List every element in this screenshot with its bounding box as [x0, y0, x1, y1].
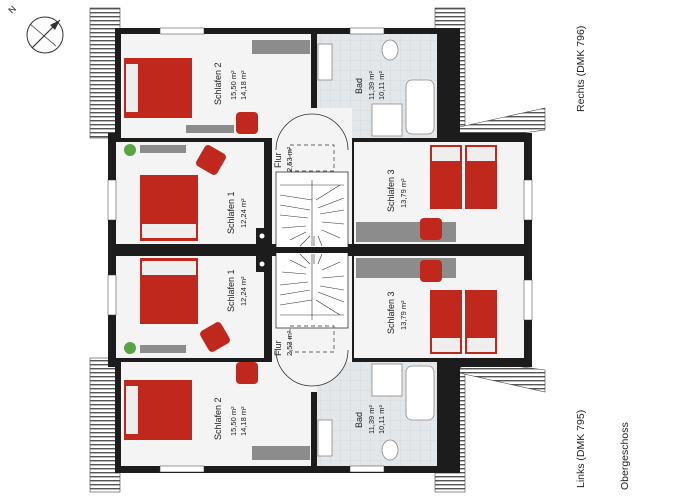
label-s2-top-area2: 14,18 m²: [239, 70, 248, 100]
label-s1-top-name: Schlafen 1: [226, 191, 236, 234]
chimney-dot-2: [259, 261, 265, 267]
sink-top: [317, 43, 333, 81]
chair-s2-bottom: [236, 362, 258, 384]
compass-cross: [29, 23, 57, 47]
labels-upper: Schlafen 2 15,50 m² 14,18 m² Bad 11,39 m…: [213, 62, 408, 234]
toilet-top: [381, 39, 399, 61]
chimney-dot-1: [259, 233, 265, 239]
label-s3-bottom-area: 13,79 m²: [399, 300, 408, 330]
shower-bottom: [371, 363, 403, 397]
label-links: Links (DMK 795): [575, 410, 587, 488]
stairs-lower: [279, 253, 345, 320]
pillow-s2-bottom: [126, 386, 138, 434]
furniture-lower: [124, 258, 497, 461]
label-flur-top-name: Flur: [273, 152, 283, 168]
label-s2-bottom-area1: 15,50 m²: [229, 406, 238, 436]
pillow-s1-top: [142, 224, 196, 238]
party-wall: [108, 244, 276, 256]
label-bad-top-name: Bad: [354, 78, 364, 94]
window-bottom-1: [159, 465, 205, 473]
stairs-upper: [279, 180, 345, 247]
window-right-2: [523, 279, 533, 321]
compass-circle: [26, 16, 64, 54]
label-bad-top-area2: 10,11 m²: [377, 70, 386, 100]
pillow-s3-bottom-a: [432, 338, 460, 352]
pillow-s1-bottom: [142, 261, 196, 275]
bathtub-top: [405, 79, 435, 135]
label-s2-top-area1: 15,50 m²: [229, 70, 238, 100]
label-floor: Obergeschoss: [619, 422, 631, 490]
shower-top: [371, 103, 403, 137]
chimney-block: [256, 228, 268, 272]
chair-s2-top: [236, 112, 258, 134]
label-bad-top-area1: 11,39 m²: [367, 70, 376, 100]
shelf-s1-bottom: [140, 345, 186, 353]
label-s1-top-area: 12,24 m²: [239, 198, 248, 228]
wardrobe-s2-bottom: [252, 446, 310, 460]
flur-arch-top: [275, 113, 349, 151]
chair-s3-bottom: [420, 260, 442, 282]
plant-icon: [124, 144, 136, 156]
compass: N: [6, 4, 64, 54]
chair-s1-top: [196, 145, 226, 175]
label-s3-bottom-name: Schlafen 3: [386, 291, 396, 334]
window-left-1: [107, 179, 117, 221]
label-s1-bottom-area: 12,24 m²: [239, 276, 248, 306]
toilet-bottom: [381, 439, 399, 461]
window-top-1: [159, 27, 205, 35]
pillow-s3-top-a: [432, 147, 460, 161]
furniture-upper: [124, 39, 497, 242]
shelf-s1-top: [140, 145, 186, 153]
bathtub-bottom: [405, 365, 435, 421]
label-s1-bottom-name: Schlafen 1: [226, 269, 236, 312]
label-rechts: Rechts (DMK 796): [575, 26, 587, 112]
label-flur-bottom-name: Flur: [273, 340, 283, 356]
sink-bottom: [317, 419, 333, 457]
pillow-s2-top: [126, 64, 138, 112]
window-right-1: [523, 179, 533, 221]
label-s2-bottom-name: Schlafen 2: [213, 397, 223, 440]
window-left-2: [107, 274, 117, 316]
flur-hatch-top: [289, 144, 335, 172]
chair-s1-bottom: [200, 322, 230, 352]
label-s2-bottom-area2: 14,18 m²: [239, 406, 248, 436]
compass-north-label: N: [6, 4, 18, 16]
shelf-s2-top: [186, 125, 234, 133]
pillow-s3-top-b: [467, 147, 495, 161]
stair-divider: [276, 247, 348, 253]
label-bad-bottom-name: Bad: [354, 412, 364, 428]
chair-s3-top: [420, 218, 442, 240]
party-wall-right: [348, 244, 532, 256]
flur-hatch-bottom: [289, 325, 335, 353]
wardrobe-s2-top: [252, 40, 310, 54]
pillow-s3-bottom-b: [467, 338, 495, 352]
window-bottom-2: [349, 465, 385, 473]
plant-icon-2: [124, 342, 136, 354]
label-flur-top-area: 2,53 m²: [285, 146, 294, 172]
window-top-2: [349, 27, 385, 35]
label-bad-bottom-area2: 10,11 m²: [377, 404, 386, 434]
flur-arch-bottom: [275, 349, 349, 387]
label-s3-top-name: Schlafen 3: [386, 169, 396, 212]
label-flur-bottom-area: 2,53 m²: [285, 330, 294, 356]
compass-arrow-icon: [50, 20, 60, 30]
label-bad-bottom-area1: 11,39 m²: [367, 404, 376, 434]
labels-lower: Schlafen 1 12,24 m² Flur 2,53 m² Schlafe…: [213, 269, 408, 440]
label-s3-top-area: 13,79 m²: [399, 178, 408, 208]
label-s2-top-name: Schlafen 2: [213, 62, 223, 105]
